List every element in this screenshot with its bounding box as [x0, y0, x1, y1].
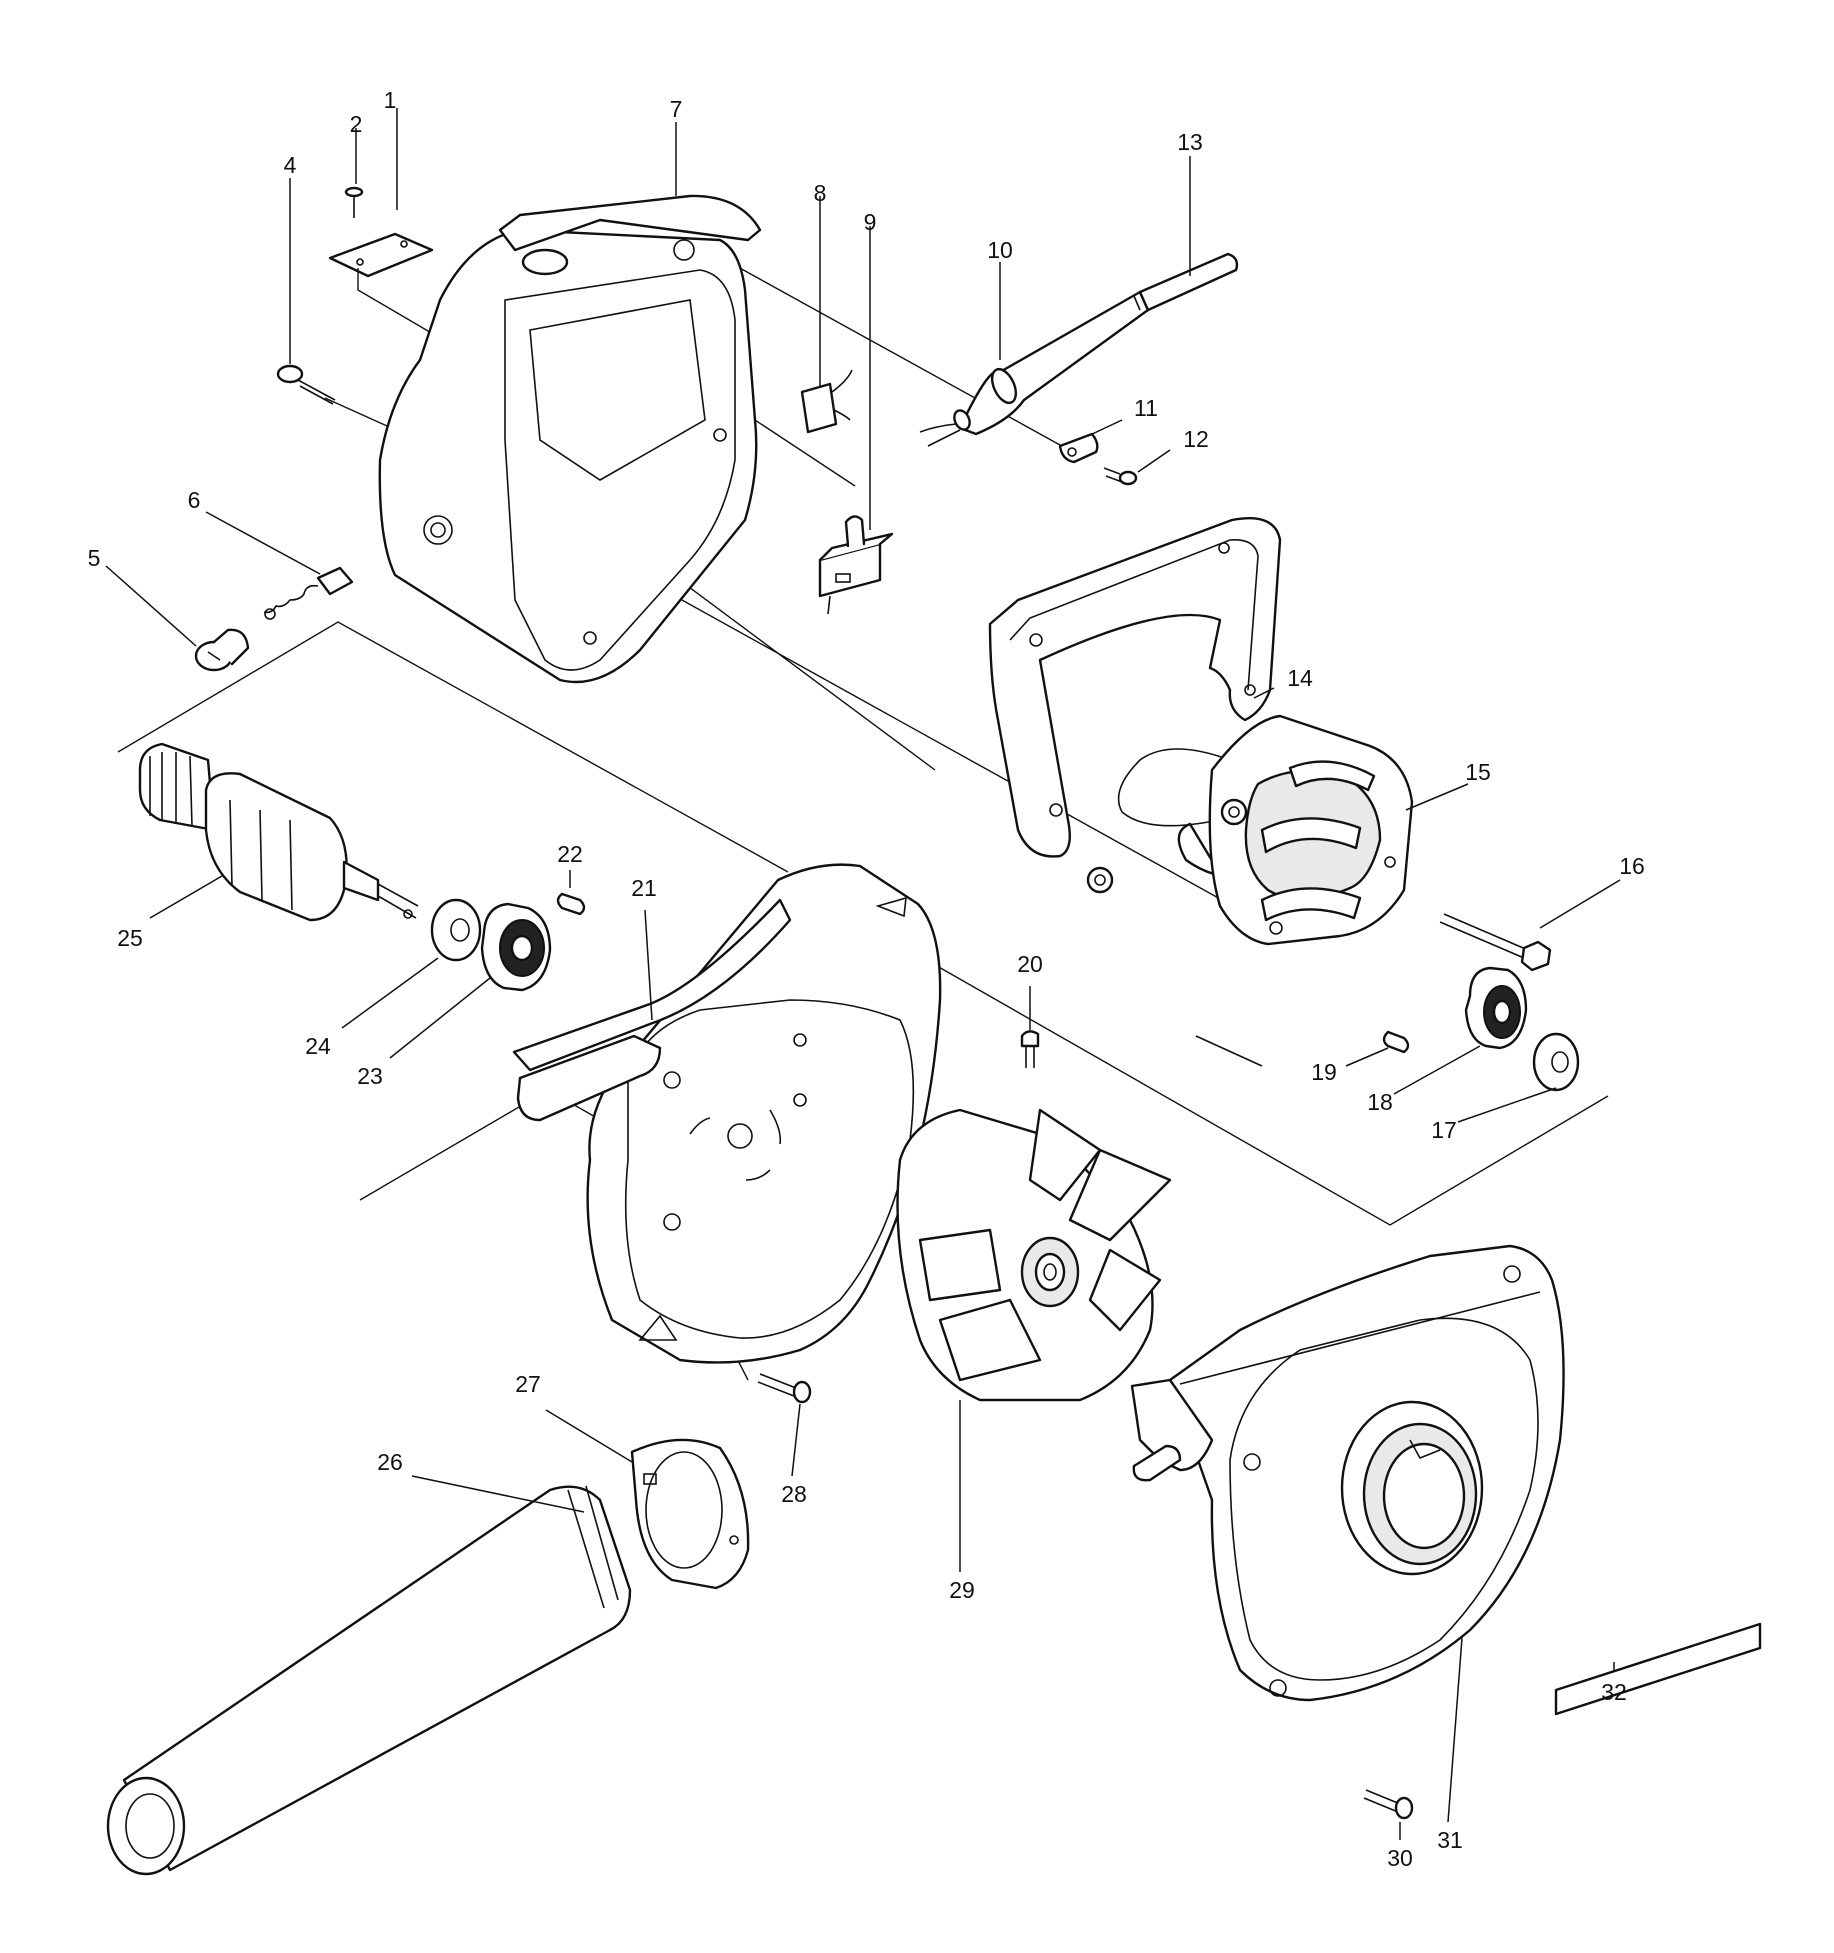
- callout-13: 13: [1177, 129, 1203, 155]
- callout-15: 15: [1465, 759, 1491, 785]
- part-8-capacitor: [800, 369, 853, 434]
- part-2-screw: [344, 186, 364, 218]
- part-21-fan-housing: [512, 863, 942, 1364]
- part-5-brush-cap: [194, 628, 250, 672]
- callout-6: 6: [188, 487, 201, 513]
- callout-18: 18: [1367, 1089, 1393, 1115]
- part-22-pin: [556, 892, 586, 916]
- part-14-handle: [988, 517, 1282, 858]
- callout-4: 4: [284, 152, 297, 178]
- callout-29: 29: [949, 1577, 975, 1603]
- callout-11: 11: [1134, 395, 1158, 421]
- part-1-plate: [328, 232, 441, 339]
- callout-8: 8: [814, 180, 827, 206]
- part-15-field: [1086, 714, 1414, 1067]
- callout-10: 10: [987, 237, 1013, 263]
- part-24-washer: [430, 898, 482, 962]
- callout-24: 24: [305, 1033, 331, 1059]
- callout-1: 1: [384, 87, 397, 113]
- part-32-label: [1554, 1622, 1762, 1716]
- leader-lines: [105, 108, 1621, 1840]
- part-4-screw: [276, 364, 336, 405]
- callout-26: 26: [377, 1449, 403, 1475]
- part-20-screw: [1020, 1030, 1040, 1068]
- part-11-cord-clip: [1058, 432, 1099, 464]
- callout-23: 23: [357, 1063, 383, 1089]
- part-30-screw: [1363, 1789, 1414, 1820]
- part-26-nozzle: [106, 1485, 632, 1876]
- part-18-bearing: [1464, 966, 1528, 1050]
- callout-12: 12: [1183, 426, 1209, 452]
- callout-7: 7: [670, 96, 683, 122]
- callout-14: 14: [1287, 665, 1313, 691]
- part-16-bolt: [1439, 913, 1552, 972]
- callout-9: 9: [864, 209, 877, 235]
- part-13-power-cord: [1133, 252, 1239, 312]
- part-25-armature: [138, 742, 419, 922]
- callout-labels: 1 2 4 5 6 7 8 9 10 11 12 13 14 15 16 17 …: [88, 87, 1645, 1871]
- callout-25: 25: [117, 925, 143, 951]
- callout-31: 31: [1437, 1827, 1463, 1853]
- part-6-carbon-brush: [263, 566, 354, 620]
- part-31-front-housing: [1130, 1244, 1565, 1702]
- part-27-ring: [630, 1438, 750, 1590]
- callout-21: 21: [631, 875, 657, 901]
- part-12-screw: [1103, 467, 1138, 486]
- callout-5: 5: [88, 545, 101, 571]
- callout-17: 17: [1431, 1117, 1457, 1143]
- part-28-screw: [757, 1373, 812, 1404]
- part-29-fan: [896, 1108, 1172, 1402]
- callout-32: 32: [1601, 1679, 1627, 1705]
- callout-28: 28: [781, 1481, 807, 1507]
- callout-22: 22: [557, 841, 583, 867]
- part-7-motor-housing: [378, 194, 762, 684]
- callout-16: 16: [1619, 853, 1645, 879]
- callout-19: 19: [1311, 1059, 1337, 1085]
- part-19-pin: [1382, 1030, 1410, 1054]
- part-10-cord-guard: [919, 290, 1150, 447]
- callout-20: 20: [1017, 951, 1043, 977]
- callout-2: 2: [350, 111, 363, 137]
- callout-30: 30: [1387, 1845, 1413, 1871]
- part-17-washer: [1532, 1032, 1580, 1092]
- callout-27: 27: [515, 1371, 541, 1397]
- part-9-switch: [818, 515, 894, 615]
- part-23-bearing: [480, 902, 552, 992]
